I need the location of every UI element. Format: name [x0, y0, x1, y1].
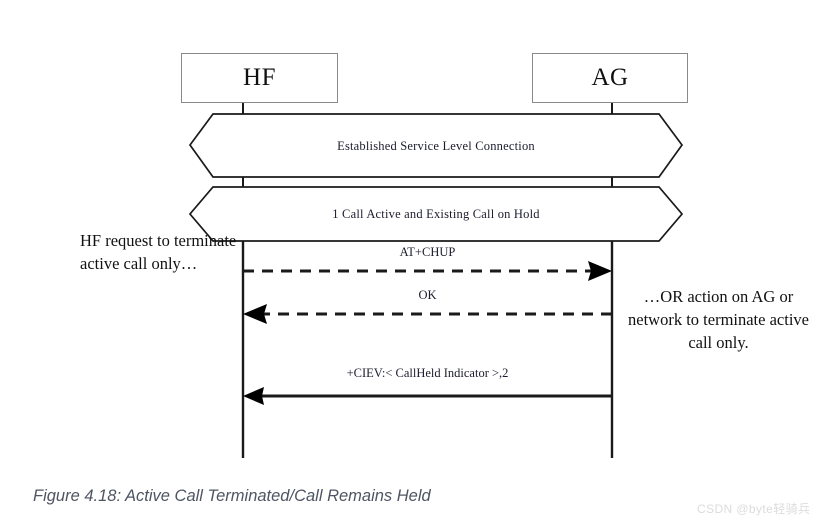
annotation-right: …OR action on AG or network to terminate…	[628, 287, 809, 352]
state-banner-2-label: 1 Call Active and Existing Call on Hold	[332, 207, 540, 221]
message-arrowhead-2	[243, 304, 267, 324]
lifeline-head-hf[interactable]: HF	[181, 53, 338, 103]
state-banner-2	[188, 186, 684, 242]
message-arrowhead-3	[243, 387, 264, 405]
message-label-ciev: +CIEV:< CallHeld Indicator >,2	[346, 366, 509, 380]
message-label-ok: OK	[418, 288, 437, 302]
lifeline-head-ag[interactable]: AG	[532, 53, 688, 103]
watermark: CSDN @byte轻骑兵	[697, 502, 811, 516]
annotation-left: HF request to terminate active call only…	[80, 231, 237, 273]
message-label-at-chup: AT+CHUP	[399, 245, 456, 259]
lifeline-head-ag-label: AG	[591, 64, 629, 91]
message-arrowhead-1	[588, 261, 612, 281]
lifeline-head-hf-label: HF	[243, 64, 276, 91]
figure-caption: Figure 4.18: Active Call Terminated/Call…	[33, 487, 431, 505]
state-banner-1-label: Established Service Level Connection	[337, 139, 535, 153]
state-banner-1	[188, 113, 684, 178]
